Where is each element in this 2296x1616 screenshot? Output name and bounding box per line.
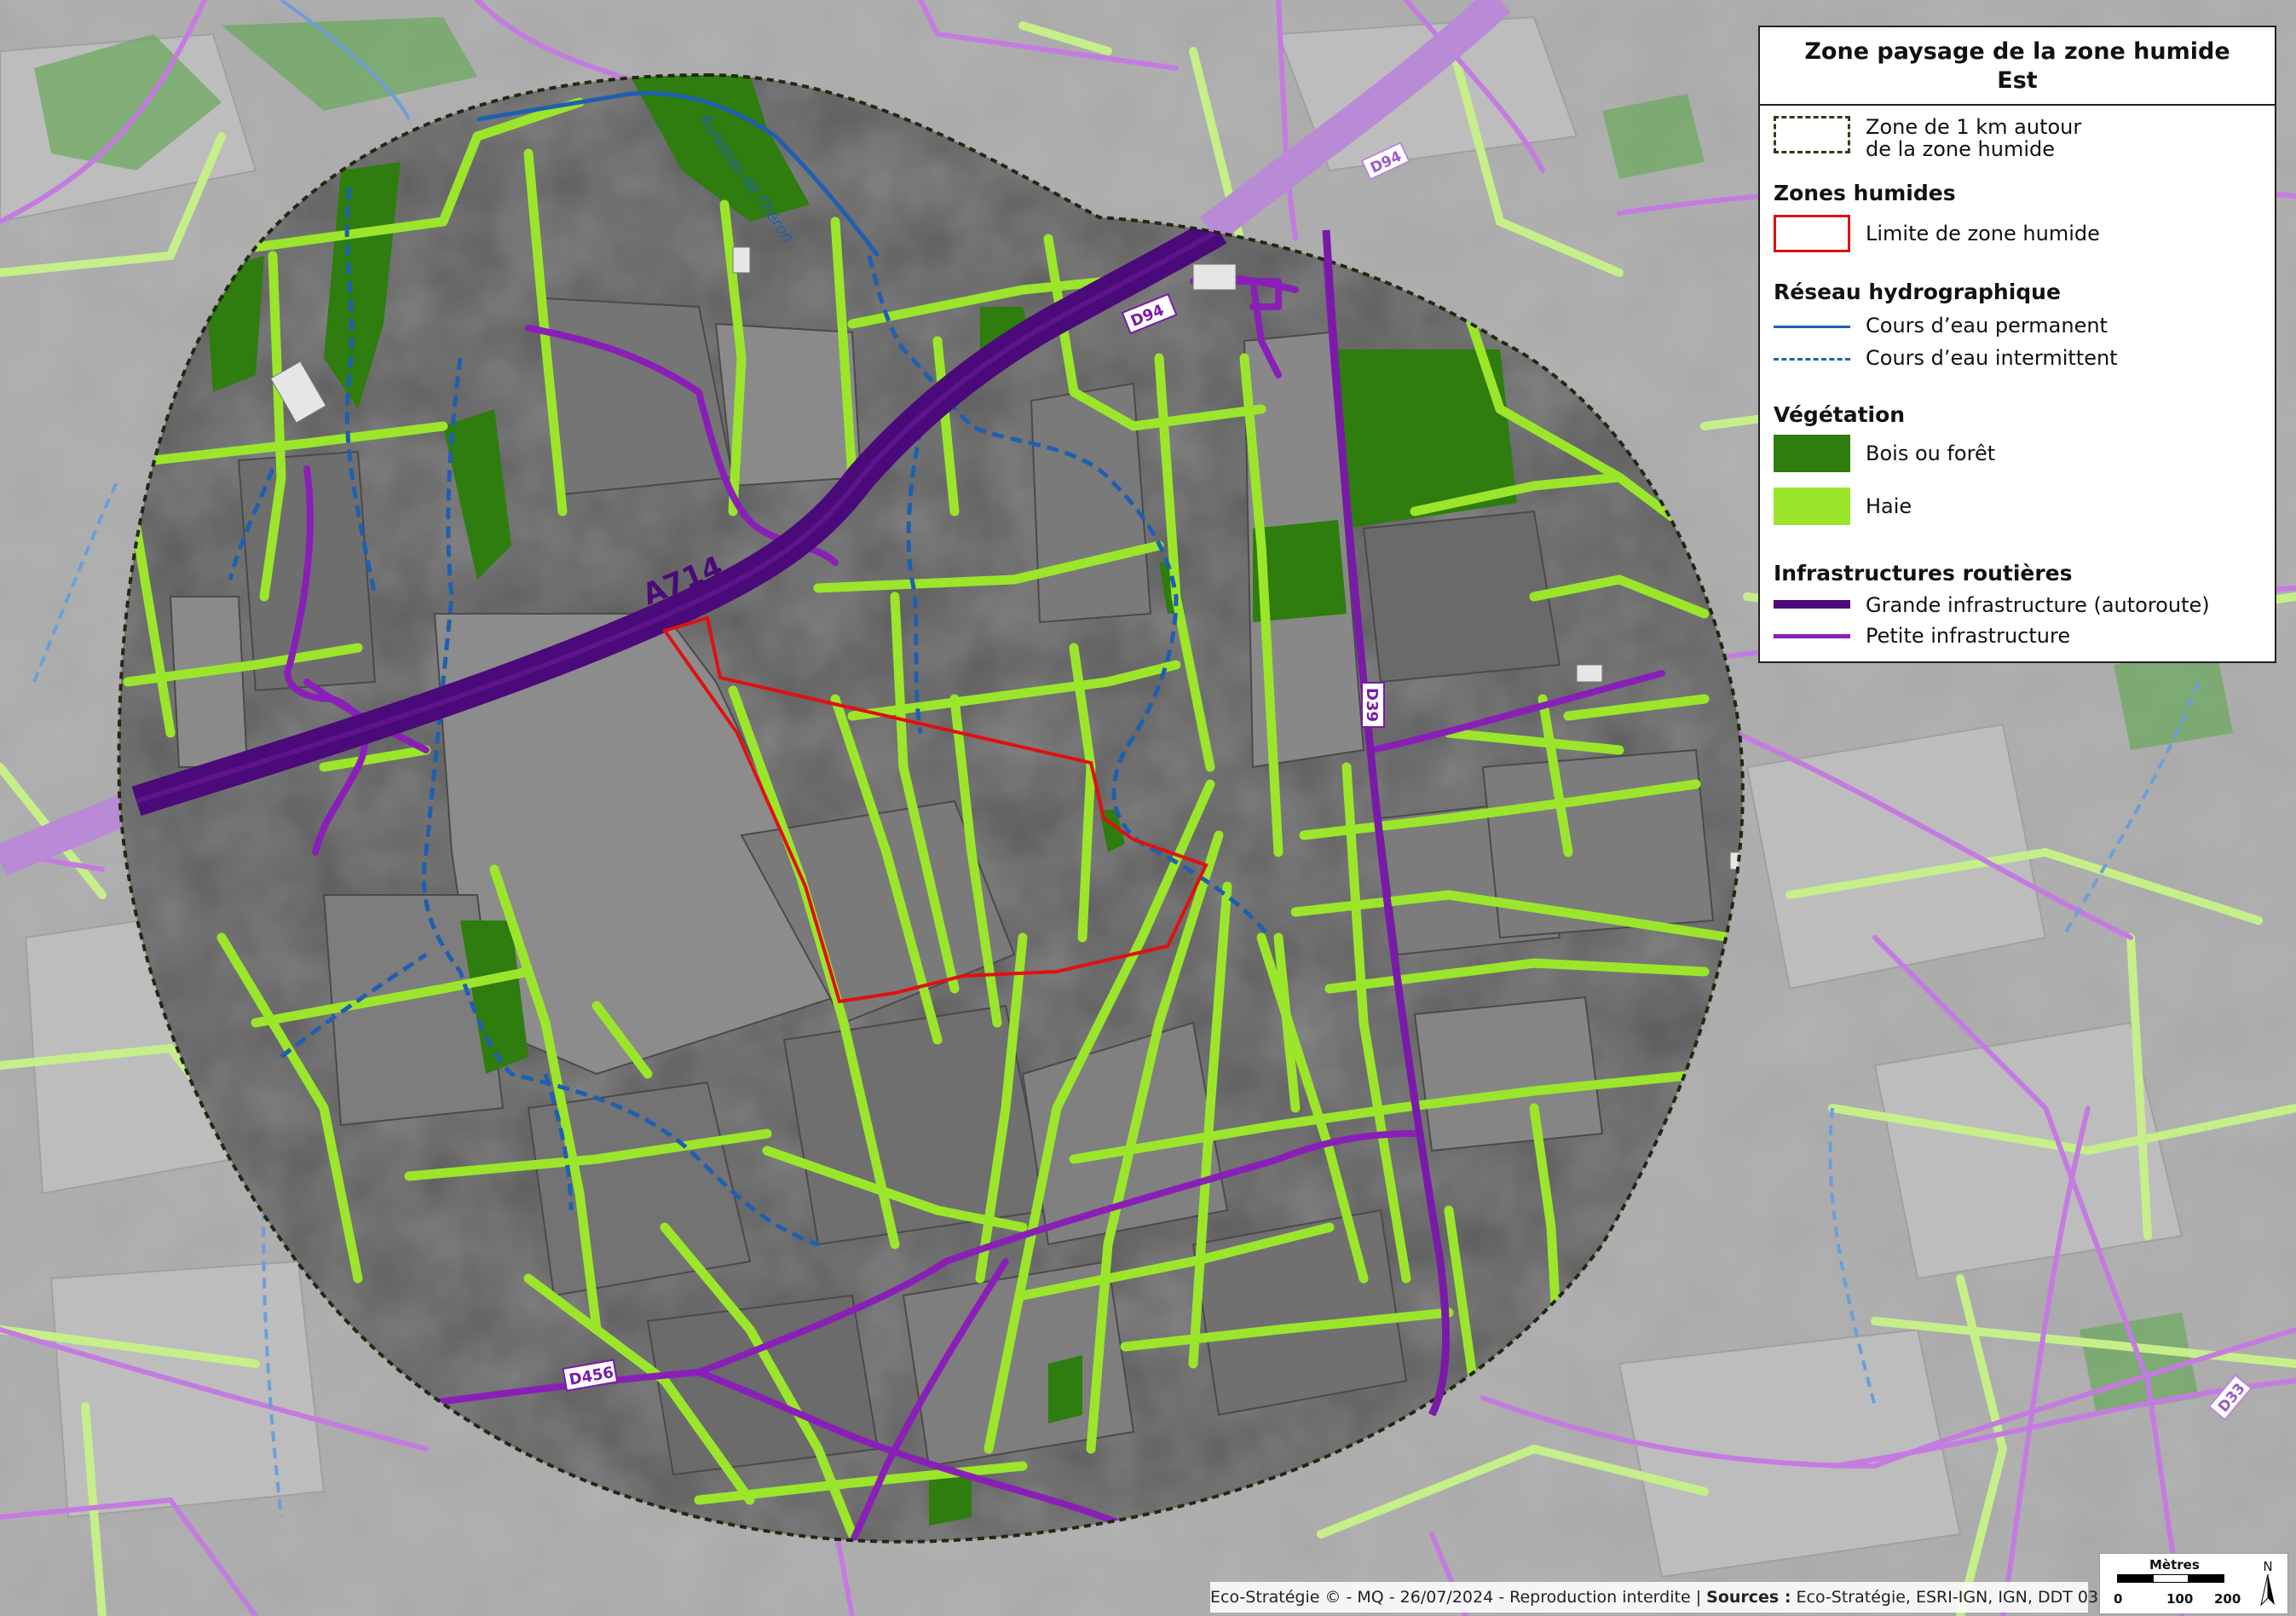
credits-text: Eco-Stratégie © - MQ - 26/07/2024 - Repr… — [1210, 1588, 1691, 1607]
buffer-zone-border — [117, 72, 1745, 1544]
permanent-stream — [476, 90, 880, 257]
legend-swatch-permanent-stream — [1774, 326, 1850, 328]
wetland-limit — [661, 615, 1209, 1004]
scale-bar-segment-2 — [2153, 1574, 2189, 1583]
legend-section-hydro: Réseau hydrographique — [1774, 280, 2061, 304]
legend-label-motorway: Grande infrastructure (autoroute) — [1866, 593, 2210, 617]
motorway-a714 — [131, 216, 1227, 817]
legend-title-line1: Zone paysage de la zone humide — [1804, 38, 2230, 65]
north-arrow-icon — [2260, 1573, 2275, 1607]
legend-label-forest: Bois ou forêt — [1866, 442, 1996, 465]
legend-swatch-minor-road — [1774, 634, 1850, 638]
legend-section-roads: Infrastructures routières — [1774, 561, 2073, 586]
credits-separator: | — [1695, 1588, 1707, 1607]
north-arrow: N — [2260, 1559, 2276, 1612]
legend-section-vegetation: Végétation — [1774, 402, 1906, 427]
scale-bar-segment-1 — [2117, 1574, 2153, 1583]
inner-hedges — [123, 97, 1735, 1539]
credits-sources-value: Eco-Stratégie, ESRI-IGN, IGN, DDT 03 — [1796, 1588, 2099, 1607]
scale-unit: Mètres — [2149, 1557, 2200, 1573]
credits-bar: Eco-Stratégie © - MQ - 26/07/2024 - Repr… — [1210, 1582, 2098, 1613]
road-d39 — [1322, 229, 1451, 1417]
legend-label-hedge: Haie — [1866, 494, 1912, 518]
legend-label-wetland-limit: Limite de zone humide — [1866, 222, 2100, 245]
legend-title: Zone paysage de la zone humide Est — [1760, 27, 2275, 106]
legend-swatch-buffer — [1774, 116, 1850, 153]
legend-label-buffer: Zone de 1 km autour de la zone humide — [1866, 115, 2082, 161]
legend-label-minor-road: Petite infrastructure — [1866, 624, 2071, 648]
legend-swatch-wetland-limit — [1774, 215, 1850, 252]
legend-section-wetlands: Zones humides — [1774, 181, 1956, 205]
north-letter: N — [2263, 1559, 2273, 1574]
scale-tick-0: 0 — [2114, 1591, 2123, 1607]
scale-tick-100: 100 — [2166, 1591, 2194, 1607]
legend-swatch-hedge — [1774, 488, 1850, 525]
credits-sources-label: Sources : — [1706, 1588, 1791, 1607]
scale-tick-200: 200 — [2214, 1591, 2241, 1607]
label-d39: D39 — [1363, 688, 1381, 722]
outer-forest — [34, 17, 2233, 1415]
legend-label-permanent-stream: Cours d’eau permanent — [1866, 314, 2108, 338]
legend-swatch-forest — [1774, 435, 1850, 472]
legend-title-line2: Est — [1997, 67, 2038, 94]
map-legend: Zone paysage de la zone humide Est Zone … — [1758, 26, 2276, 663]
legend-swatch-motorway — [1774, 600, 1850, 609]
legend-swatch-intermittent-stream — [1774, 358, 1850, 361]
scale-bar-segment-3 — [2189, 1574, 2224, 1583]
scale-bar: Mètres 0 100 200 N — [2099, 1553, 2288, 1614]
legend-label-intermittent-stream: Cours d’eau intermittent — [1866, 346, 2118, 370]
